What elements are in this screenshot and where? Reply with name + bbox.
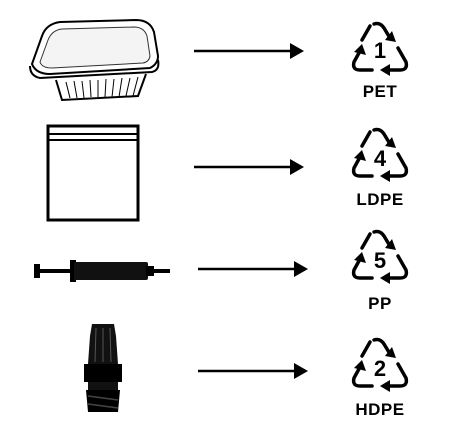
arrow-right-icon <box>194 159 304 175</box>
resin-code-label: PET <box>362 82 398 101</box>
arrow-right-icon <box>194 43 304 59</box>
recycle-code-hdpe: 2 HDPE <box>340 334 420 424</box>
food-container-icon <box>29 18 160 102</box>
recycle-code-pp: 5 PP <box>340 226 420 316</box>
recycle-code-ldpe: 4 LDPE <box>340 124 420 214</box>
zip-bag-icon <box>46 124 140 222</box>
resin-code-number: 2 <box>373 356 387 381</box>
syringe-icon <box>34 260 170 282</box>
resin-code-number: 1 <box>373 38 387 63</box>
resin-code-label: PP <box>368 294 392 313</box>
recycle-code-pet: 1 PET <box>340 18 420 108</box>
resin-code-label: HDPE <box>355 400 405 419</box>
resin-code-label: LDPE <box>356 190 404 209</box>
bottle-cap-icon <box>84 324 122 412</box>
arrow-right-icon <box>198 363 308 379</box>
resin-code-number: 5 <box>373 248 387 273</box>
arrow-right-icon <box>198 261 308 277</box>
resin-code-number: 4 <box>373 146 387 171</box>
